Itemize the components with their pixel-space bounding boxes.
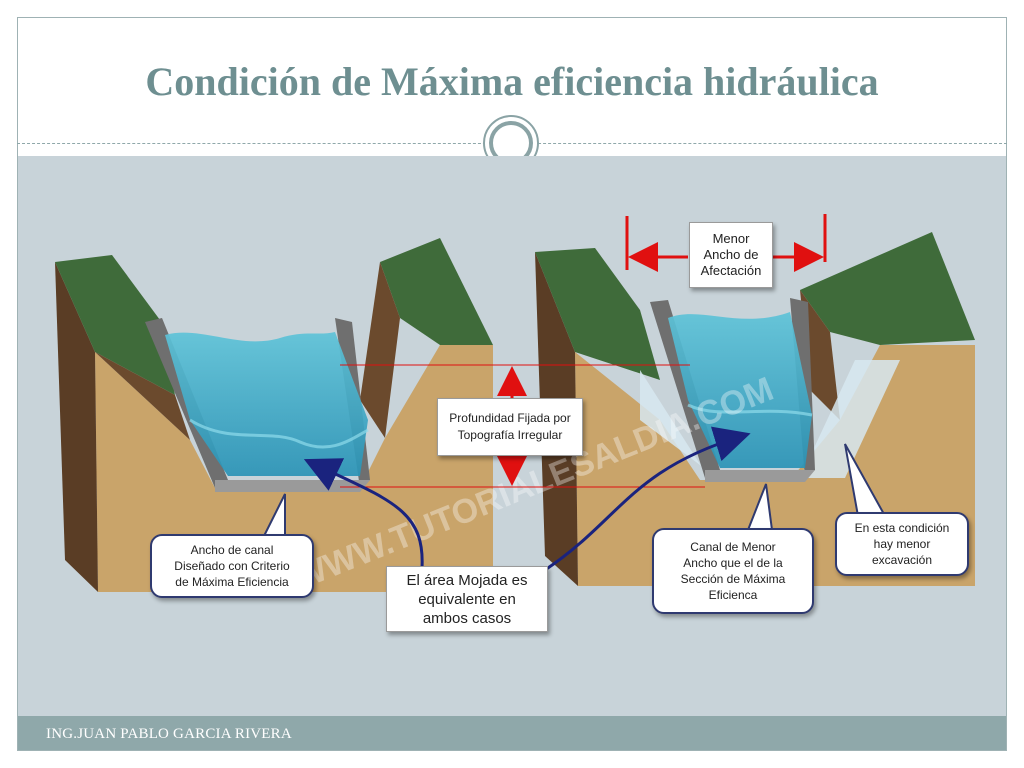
area-arrow-left xyxy=(303,458,424,569)
label-canal-menor-text: Canal de Menor Ancho que el de la Secció… xyxy=(680,540,786,602)
right-terrain-right-top xyxy=(800,232,975,345)
label-profundidad: Profundidad Fijada por Topografía Irregu… xyxy=(437,398,583,456)
label-menor-ancho-text: Menor Ancho de Afectación xyxy=(700,231,762,278)
footer-author: ING.JUAN PABLO GARCIA RIVERA xyxy=(46,726,292,742)
label-area-mojada: El área Mojada es equivalente en ambos c… xyxy=(386,566,548,632)
right-water xyxy=(668,312,812,468)
left-terrain-top xyxy=(55,255,175,395)
footer-bar xyxy=(18,716,1006,750)
left-channel-section xyxy=(55,238,493,592)
area-arrow-right xyxy=(544,426,751,572)
left-terrain-side xyxy=(55,262,98,592)
left-soil xyxy=(95,345,493,592)
right-canal-wall-l xyxy=(650,300,720,478)
right-excavation-zone xyxy=(640,370,720,480)
label-excavacion-text: En esta condición hay menor excavación xyxy=(854,521,950,567)
slide-title: Condición de Máxima eficiencia hidráulic… xyxy=(145,59,879,104)
left-terrain-right-top xyxy=(380,238,493,345)
left-water xyxy=(165,332,368,476)
label-ancho-canal: Ancho de canal Diseñado con Criterio de … xyxy=(150,534,314,598)
label-menor-ancho: Menor Ancho de Afectación xyxy=(689,222,773,288)
right-terrain-top xyxy=(535,248,660,380)
label-area-mojada-text: El área Mojada es equivalente en ambos c… xyxy=(406,571,528,627)
label-profundidad-text: Profundidad Fijada por Topografía Irregu… xyxy=(449,411,571,442)
label-excavacion: En esta condición hay menor excavación xyxy=(835,512,969,576)
label-ancho-canal-text: Ancho de canal Diseñado con Criterio de … xyxy=(174,543,290,589)
label-canal-menor: Canal de Menor Ancho que el de la Secció… xyxy=(652,528,814,614)
